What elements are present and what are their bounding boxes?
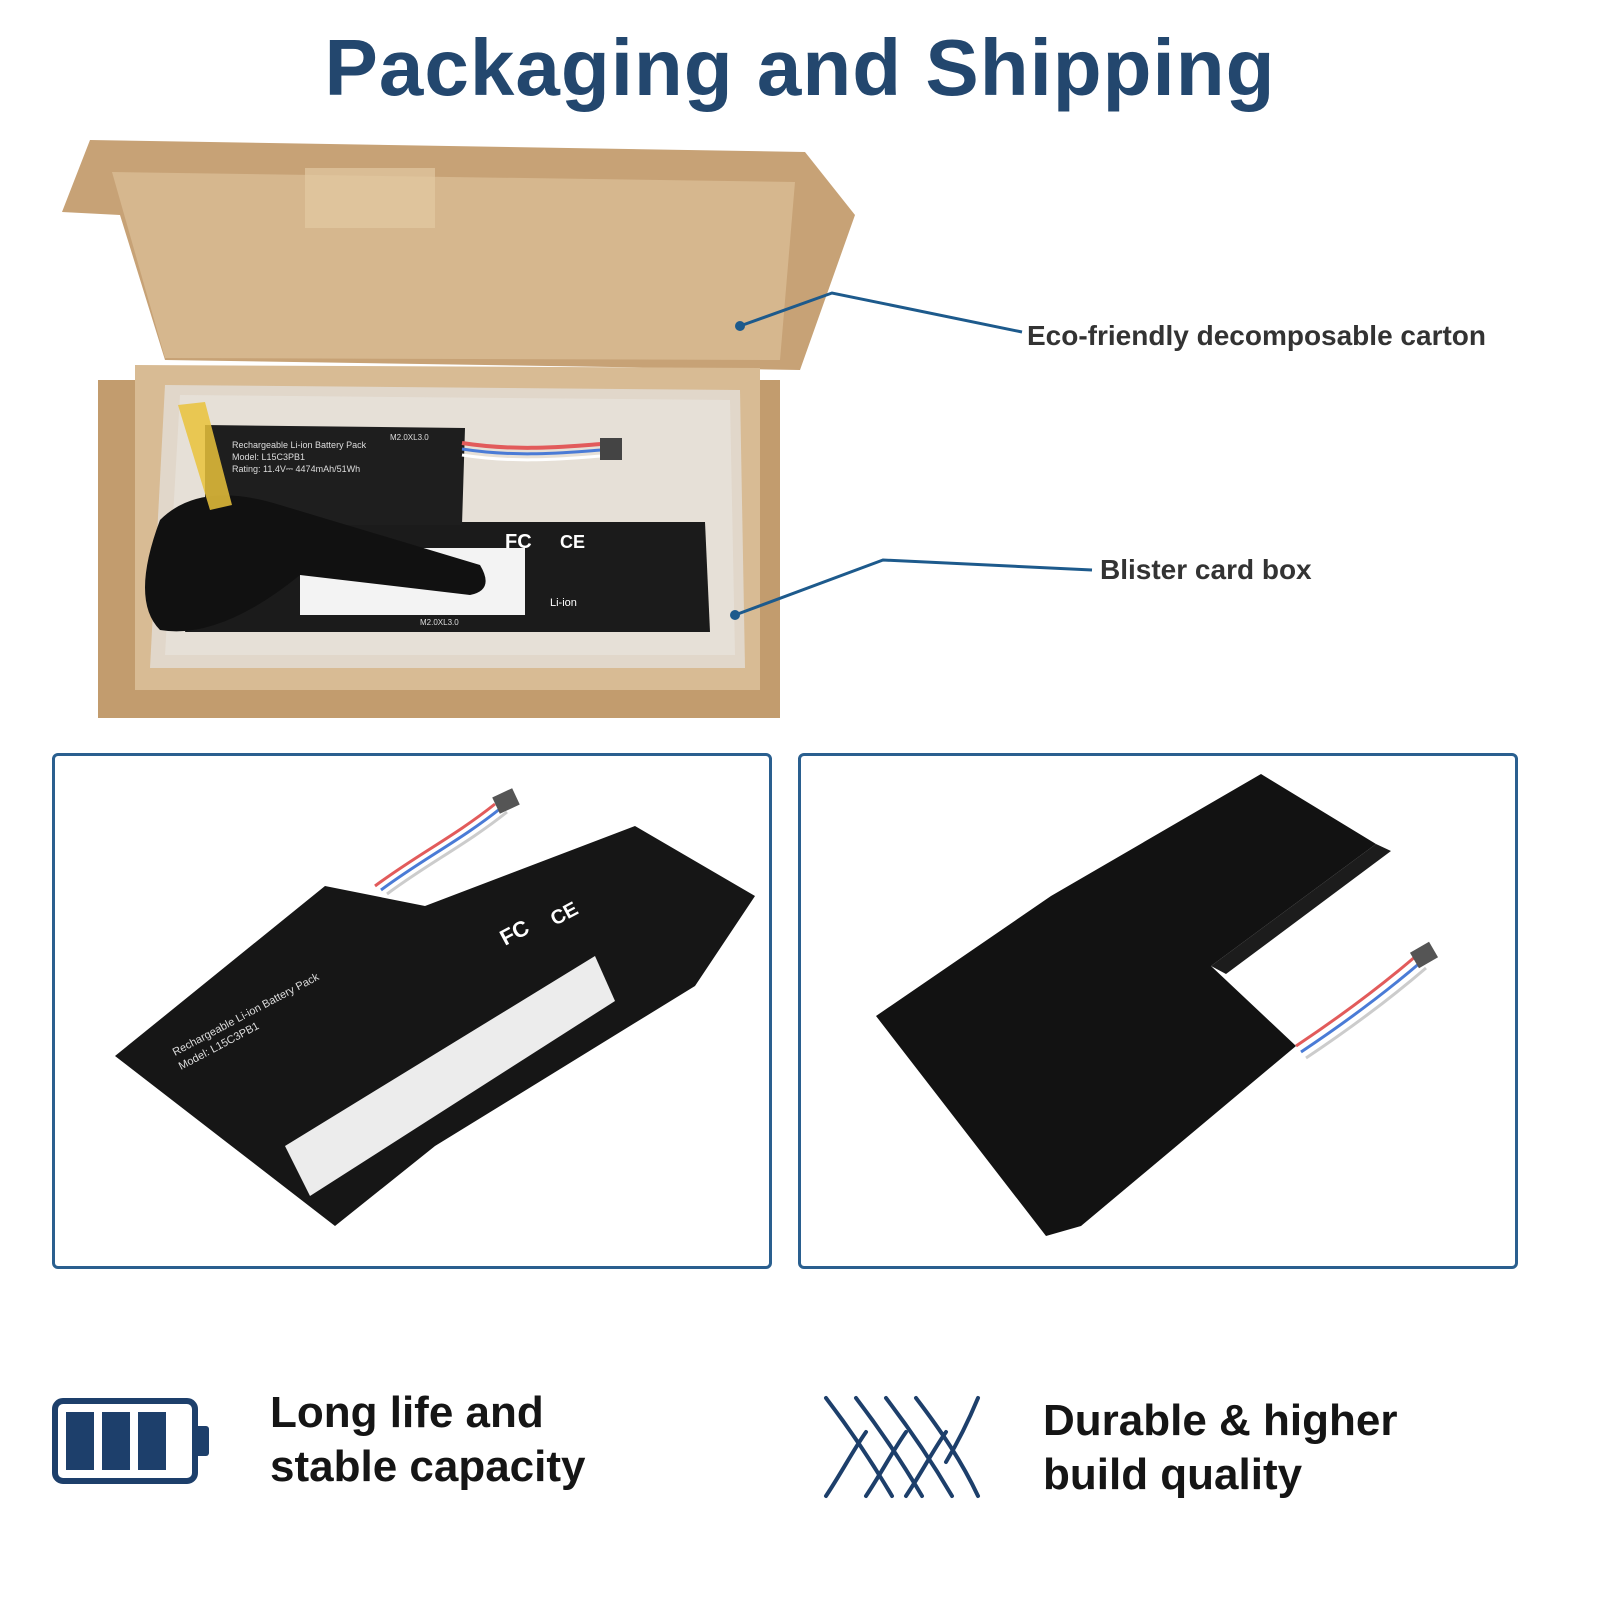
feature-long-life-line-1: Long life and — [270, 1388, 544, 1437]
feature-durable-line-1: Durable & higher — [1043, 1396, 1398, 1445]
li-ion-mark: Li-ion — [550, 597, 577, 609]
feature-durable: Durable & higher build quality — [1043, 1394, 1398, 1502]
battery-label-line-3: Rating: 11.4V⎓ 4474mAh/51Wh — [232, 464, 360, 474]
battery-label-line-2: Model: L15C3PB1 — [232, 452, 305, 462]
screw-mark-2: M2.0XL3.0 — [420, 618, 459, 627]
fc-mark: FC — [505, 531, 532, 553]
callout-line-carton — [739, 291, 1023, 334]
feature-long-life-line-2: stable capacity — [270, 1442, 586, 1491]
feature-long-life: Long life and stable capacity — [270, 1386, 586, 1494]
page-title: Packaging and Shipping — [324, 23, 1276, 112]
carton-scene: Rechargeable Li-ion Battery Pack Model: … — [62, 140, 1093, 718]
battery-front-panel: FC CE Rechargeable Li-ion Battery Pack M… — [52, 753, 772, 1269]
callout-dot-blister — [730, 610, 740, 620]
screw-mark-1: M2.0XL3.0 — [390, 433, 429, 442]
braided-cable-icon — [824, 1396, 980, 1498]
callout-carton: Eco-friendly decomposable carton — [1027, 320, 1486, 351]
callout-dot-carton — [735, 321, 745, 331]
feature-durable-line-2: build quality — [1043, 1450, 1303, 1499]
battery-front-image: FC CE Rechargeable Li-ion Battery Pack M… — [115, 788, 755, 1226]
callout-blister: Blister card box — [1100, 554, 1312, 585]
battery-icon — [52, 1398, 209, 1484]
callout-line-blister — [734, 558, 1093, 617]
battery-label-line-1: Rechargeable Li-ion Battery Pack — [232, 440, 367, 450]
battery-back-panel — [798, 753, 1518, 1269]
ce-mark: CE — [560, 532, 585, 552]
battery-back-image — [876, 774, 1439, 1236]
